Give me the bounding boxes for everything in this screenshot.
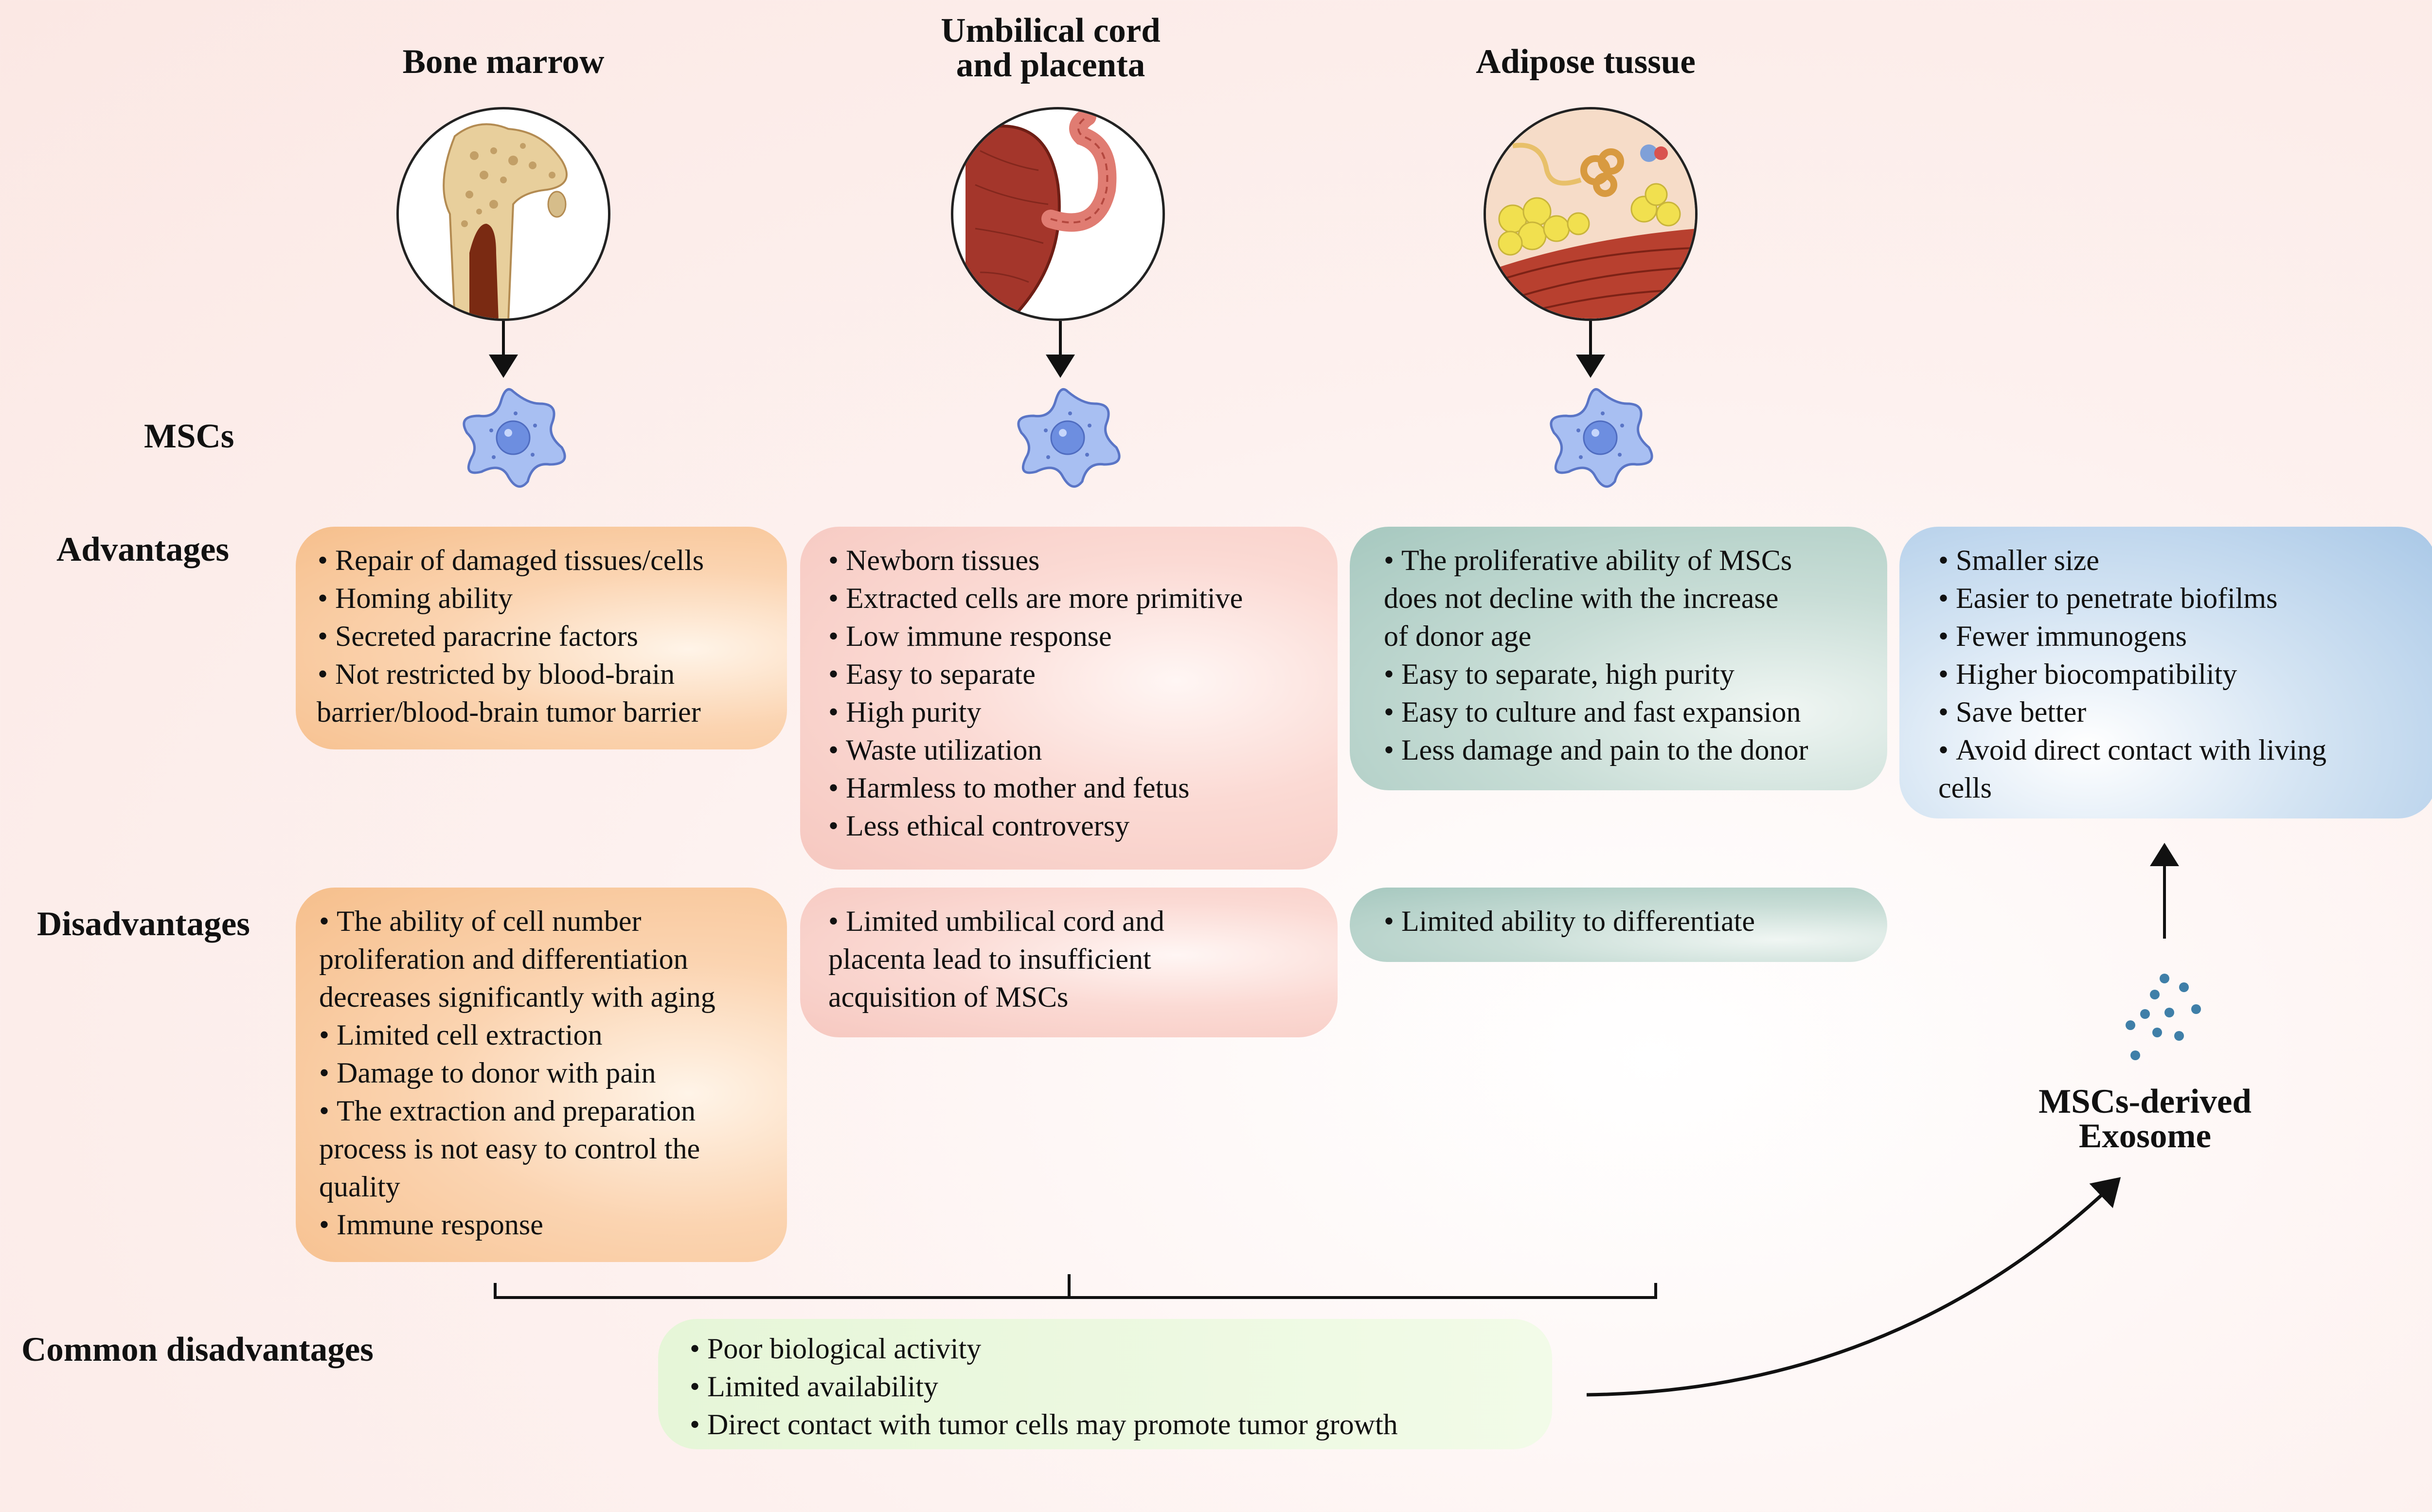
disadvantages-adipose: • Limited ability to differentiate	[1350, 888, 1887, 962]
msc-cell-icon-adipose	[1550, 388, 1653, 488]
exosome-label-line1: MSCs-derived	[2039, 1083, 2252, 1121]
list-item-continuation: placenta lead to insufficient	[828, 943, 1151, 975]
list-item: Extracted cells are more primitive	[828, 579, 1323, 617]
list-item-continuation: proliferation and differentiation	[319, 943, 688, 975]
list-item: • The proliferative ability of MSCs	[1384, 544, 1792, 576]
list-item: • Fewer immunogens	[1938, 620, 2187, 652]
arrow-to-exosome	[1586, 1177, 2121, 1397]
header-bone-marrow: Bone marrow	[402, 43, 605, 81]
list-item: • Damage to donor with pain	[319, 1057, 656, 1089]
row-label-common-disadvantages: Common disadvantages	[21, 1331, 374, 1369]
list-item: • Higher biocompatibility	[1938, 658, 2237, 690]
list-item: • Limited cell extraction	[319, 1019, 603, 1051]
list-item: • The ability of cell number	[319, 905, 642, 937]
row-label-mscs: MSCs	[144, 417, 234, 455]
list-item: Not restricted by blood-brain	[318, 655, 772, 693]
list-item: • Limited availability	[690, 1370, 938, 1403]
list-item: Easy to separate	[828, 655, 1323, 693]
header-umbilical: Umbilical cord and placenta	[905, 14, 1197, 83]
row-label-disadvantages: Disadvantages	[37, 905, 250, 943]
list-item: Newborn tissues	[828, 541, 1323, 579]
adipose-illustration	[1484, 107, 1698, 321]
list-item: Secreted paracrine factors	[318, 617, 772, 655]
advantages-bone-marrow: Repair of damaged tissues/cells Homing a…	[296, 527, 787, 749]
adipose-tissue-icon	[1486, 109, 1695, 319]
list-item: • Poor biological activity	[690, 1333, 982, 1365]
msc-cell-icon-umbilical	[1017, 388, 1121, 488]
list-item: • Limited ability to differentiate	[1384, 905, 1755, 937]
advantages-umbilical: Newborn tissues Extracted cells are more…	[800, 527, 1338, 870]
common-bracket	[494, 1274, 1657, 1299]
advantages-adipose: • The proliferative ability of MSCs does…	[1350, 527, 1887, 790]
row-label-advantages: Advantages	[56, 531, 230, 569]
msc-cell-icon-bone-marrow	[463, 388, 566, 488]
header-umbilical-line1: Umbilical cord	[941, 12, 1161, 50]
bone-marrow-illustration	[396, 107, 610, 321]
list-item-continuation: barrier/blood-brain tumor barrier	[317, 696, 701, 728]
list-item: • Less damage and pain to the donor	[1384, 734, 1808, 766]
list-item: • Avoid direct contact with living	[1938, 734, 2327, 766]
exosome-particles-icon	[2126, 974, 2201, 1060]
list-item-continuation: quality	[319, 1171, 400, 1203]
list-item: • Limited umbilical cord and	[828, 905, 1164, 937]
list-item: Less ethical controversy	[828, 807, 1323, 845]
disadvantages-umbilical: • Limited umbilical cord and placenta le…	[800, 888, 1338, 1037]
list-item: • Direct contact with tumor cells may pr…	[690, 1408, 1398, 1441]
list-item: • Smaller size	[1938, 544, 2099, 576]
list-item-continuation: decreases significantly with aging	[319, 981, 715, 1013]
exosome-label-line2: Exosome	[2078, 1117, 2212, 1155]
list-item: • Save better	[1938, 696, 2087, 728]
header-adipose: Adipose tussue	[1476, 43, 1696, 81]
list-item: • The extraction and preparation	[319, 1095, 696, 1127]
common-disadvantages-box: • Poor biological activity • Limited ava…	[658, 1319, 1552, 1449]
list-item: • Easy to culture and fast expansion	[1384, 696, 1801, 728]
list-item-continuation: does not decline with the increase	[1384, 582, 1779, 614]
placenta-icon	[966, 109, 1117, 319]
header-umbilical-line2: and placenta	[956, 46, 1145, 84]
umbilical-illustration	[951, 107, 1165, 321]
list-item: • Easy to separate, high purity	[1384, 658, 1735, 690]
list-item: Harmless to mother and fetus	[828, 769, 1323, 807]
list-item: Repair of damaged tissues/cells	[318, 541, 772, 579]
exosome-label: MSCs-derived Exosome	[1997, 1085, 2293, 1154]
list-item-continuation: process is not easy to control the	[319, 1133, 700, 1165]
list-item: • Easier to penetrate biofilms	[1938, 582, 2278, 614]
list-item: • Immune response	[319, 1209, 543, 1241]
list-item: Waste utilization	[828, 731, 1323, 769]
list-item: High purity	[828, 693, 1323, 731]
advantages-exosome: • Smaller size • Easier to penetrate bio…	[1899, 527, 2432, 818]
list-item-continuation: of donor age	[1384, 620, 1532, 652]
disadvantages-bone-marrow: • The ability of cell number proliferati…	[296, 888, 787, 1262]
list-item-continuation: cells	[1938, 772, 1992, 804]
bone-icon	[443, 123, 568, 319]
list-item: Homing ability	[318, 579, 772, 617]
list-item: Low immune response	[828, 617, 1323, 655]
list-item-continuation: acquisition of MSCs	[828, 981, 1069, 1013]
